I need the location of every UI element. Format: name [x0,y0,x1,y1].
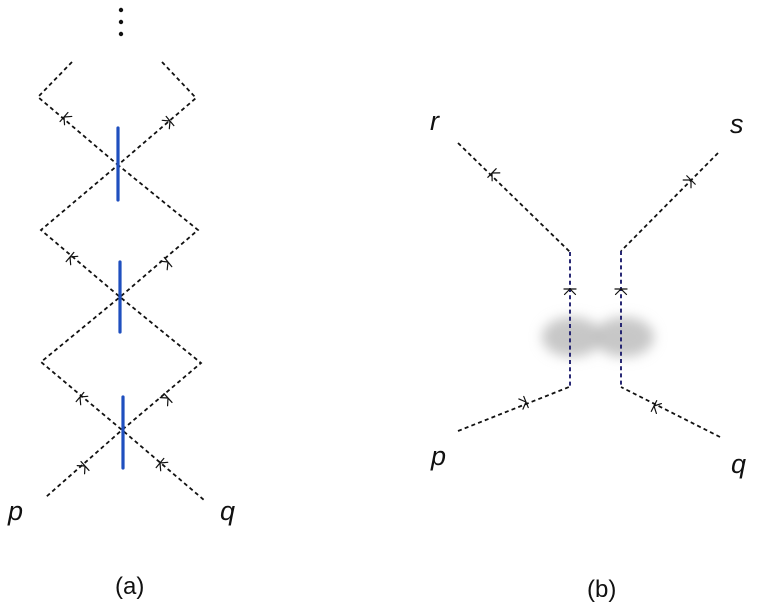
leg-q [620,386,721,438]
ladder-lines [36,61,205,501]
crossing-bars [116,126,125,470]
right-zigzag-line [116,61,205,501]
interaction-blob [542,317,654,357]
label-r: r [430,106,440,136]
panel-b-arrows [487,168,696,415]
label-p-b: p [430,441,446,471]
arrow-icon [75,391,89,406]
arrow-icon [614,288,628,296]
leg-r [457,142,571,253]
left-zigzag-line [36,61,124,498]
arrow-icon [76,460,90,475]
label-q-b: q [731,449,746,479]
label-p-a: p [7,496,23,526]
leg-p [457,386,570,432]
caption-a: (a) [115,573,144,600]
arrow-icon [65,251,79,266]
label-s: s [730,109,744,139]
arrow-icon [159,256,173,271]
panel-b: r s p q (b) [430,106,746,603]
arrow-icon [59,111,73,126]
arrow-icon [518,395,529,411]
label-q-a: q [220,496,235,526]
leg-s [620,152,719,252]
panel-a: p q (a) [7,7,235,600]
caption-b: (b) [587,576,616,603]
continuation-dots [118,7,124,37]
